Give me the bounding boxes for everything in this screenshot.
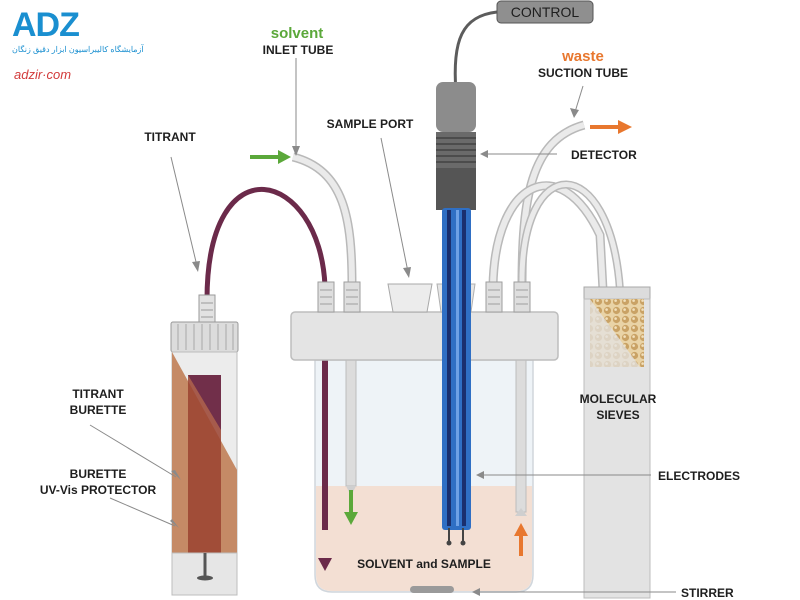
logo-mark: ADZ [12, 6, 79, 44]
burette-protector-label-line1: BURETTE [70, 467, 127, 481]
titrant-label: TITRANT [144, 130, 196, 144]
titrant-burette-label-line2: BURETTE [70, 403, 127, 417]
solvent-in-arrow [250, 150, 291, 164]
logo-tagline: آزمایشگاه کالیبراسیون ابزار دقیق زنگان [12, 44, 144, 54]
solvent-word-label: solvent [271, 25, 324, 42]
waste-out-arrow [590, 120, 632, 134]
sample-port-label: SAMPLE PORT [327, 117, 414, 131]
molecular-sieves-label-line1: MOLECULAR [580, 392, 657, 406]
titration-vessel [314, 359, 534, 593]
burette-protector-label-line2: UV-Vis PROTECTOR [40, 483, 157, 497]
suction-tube-label: SUCTION TUBE [538, 66, 628, 80]
stirrer-label: STIRRER [681, 586, 734, 600]
logo-site: adzir·com [14, 67, 71, 82]
solvent-down-arrow [344, 490, 358, 525]
detector-label: DETECTOR [571, 148, 637, 162]
electrodes-label: ELECTRODES [658, 469, 740, 483]
waste-up-arrow [514, 523, 528, 556]
detector-electrode [436, 82, 476, 546]
control-cable [453, 10, 498, 93]
titrant-tube-inner [322, 308, 328, 530]
sieve-tube-1 [488, 181, 608, 291]
molecular-sieves-tube [583, 286, 651, 599]
molecular-sieves-label-line2: SIEVES [596, 408, 639, 422]
solvent-and-sample-label: SOLVENT and SAMPLE [357, 557, 491, 571]
solvent-and-sample-solution [316, 486, 532, 591]
sample-port-stopper [387, 283, 433, 313]
inlet-tube-label: INLET TUBE [263, 43, 334, 57]
cap-fittings [317, 281, 531, 313]
waste-word-label: waste [561, 48, 604, 65]
control-box: CONTROL [496, 0, 594, 24]
titrant-tube [204, 187, 328, 303]
company-logo: ADZ آزمایشگاه کالیبراسیون ابزار دقیق زنگ… [12, 6, 144, 82]
control-label: CONTROL [511, 4, 580, 20]
titrant-burette-label-line1: TITRANT [72, 387, 124, 401]
titrant-down-arrow [318, 558, 332, 571]
titrant-burette [170, 294, 239, 596]
vessel-cap [290, 311, 559, 361]
leader-arrowheads [170, 108, 579, 596]
stirrer-bar [410, 586, 454, 593]
leader-lines [89, 58, 676, 593]
